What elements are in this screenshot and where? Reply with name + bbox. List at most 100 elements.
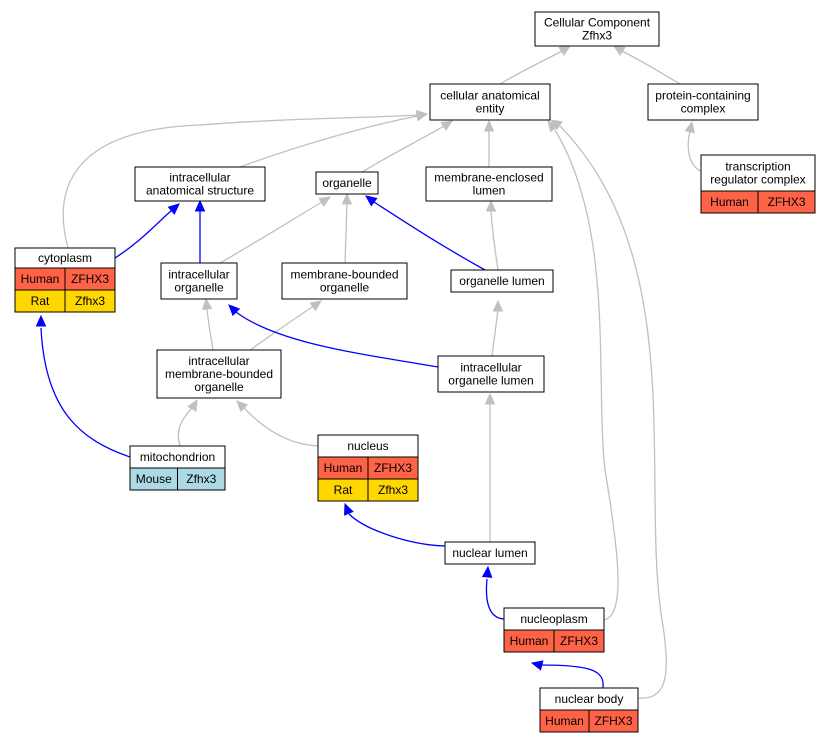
node-label: entity xyxy=(476,102,505,116)
node-label: organelle xyxy=(320,281,370,295)
node-label: intracellular xyxy=(460,361,521,375)
species-label: Human xyxy=(710,195,749,209)
edge-line xyxy=(348,513,446,547)
node-box xyxy=(437,355,545,393)
node-label: mitochondrion xyxy=(140,450,215,464)
species-label: Mouse xyxy=(136,472,172,486)
edge-line xyxy=(62,114,419,249)
arrowhead xyxy=(187,398,198,412)
arrowhead xyxy=(309,300,322,312)
edge-mel-to-cae xyxy=(483,119,495,167)
arrowhead xyxy=(201,297,213,311)
gene-label: ZFHX3 xyxy=(767,195,805,209)
node-label: nuclear body xyxy=(555,692,624,706)
annotation-row-human: Human ZFHX3 xyxy=(700,190,816,214)
gene-cell xyxy=(177,467,226,491)
node-label: membrane-bounded xyxy=(165,367,273,381)
edge-iol-to-io xyxy=(228,304,439,368)
edge-line xyxy=(621,50,681,85)
node-label: regulator complex xyxy=(710,173,805,187)
edge-imbo-to-mbo xyxy=(249,300,322,351)
node-box xyxy=(429,83,551,121)
edge-line xyxy=(177,406,194,447)
edge-organelle-to-cae xyxy=(361,120,454,173)
node-label: organelle lumen xyxy=(459,274,544,288)
node-label: membrane-enclosed xyxy=(434,171,543,185)
node-organelle[interactable]: organelle xyxy=(315,171,379,195)
node-label: nucleus xyxy=(347,439,388,453)
gene-cell xyxy=(588,709,639,733)
arrowhead xyxy=(440,120,454,132)
edge-trc-to-pcc xyxy=(684,120,703,173)
node-label: protein-containing xyxy=(655,89,750,103)
arrowhead xyxy=(194,199,206,212)
edge-line xyxy=(499,50,563,85)
node-label: transcription xyxy=(725,160,790,174)
species-label: Rat xyxy=(334,483,353,497)
edge-line xyxy=(559,125,667,699)
node-nl[interactable]: nuclear lumen xyxy=(444,541,536,565)
arrowhead xyxy=(530,660,544,671)
node-label: cytoplasm xyxy=(38,251,92,265)
gene-label: ZFHX3 xyxy=(560,634,598,648)
node-label: organelle xyxy=(322,176,372,190)
node-box xyxy=(134,166,266,202)
node-box xyxy=(700,154,816,192)
arrowhead xyxy=(558,45,572,57)
edge-line xyxy=(40,327,131,458)
edge-line xyxy=(491,309,499,357)
edge-io-to-organelle xyxy=(219,196,332,264)
edge-nucleus-to-imbo xyxy=(236,400,319,447)
arrowhead xyxy=(344,502,354,516)
gene-cell xyxy=(64,289,116,313)
node-box xyxy=(450,269,554,293)
node-label: nuclear lumen xyxy=(452,546,527,560)
gene-label: ZFHX3 xyxy=(594,714,632,728)
arrowhead xyxy=(684,120,695,134)
arrowhead xyxy=(318,196,332,208)
annotation-row-rat: Rat Zfhx3 xyxy=(14,289,116,313)
edge-io-to-ias xyxy=(194,199,206,263)
edge-line xyxy=(687,130,703,173)
arrowhead xyxy=(415,109,429,121)
edge-nl-to-iol xyxy=(484,392,496,542)
edge-ol-to-mel xyxy=(485,199,499,271)
edge-ol-to-organelle xyxy=(365,195,486,271)
node-label: Cellular Component xyxy=(544,16,651,30)
species-label: Human xyxy=(510,634,549,648)
node-box xyxy=(444,541,536,565)
node-label: lumen xyxy=(473,184,506,198)
gene-label: Zfhx3 xyxy=(75,294,105,308)
node-box xyxy=(156,349,282,399)
node-ol[interactable]: organelle lumen xyxy=(450,269,554,293)
edge-np-to-nl xyxy=(481,565,505,620)
node-label: Zfhx3 xyxy=(582,29,612,43)
edge-line xyxy=(485,578,505,620)
node-label: anatomical structure xyxy=(146,184,254,198)
arrowhead xyxy=(612,45,626,57)
gene-cell xyxy=(757,190,816,214)
species-label: Human xyxy=(324,461,363,475)
edge-line xyxy=(249,305,315,351)
edge-line xyxy=(539,664,604,689)
species-label: Rat xyxy=(31,294,50,308)
edge-line xyxy=(373,201,486,271)
